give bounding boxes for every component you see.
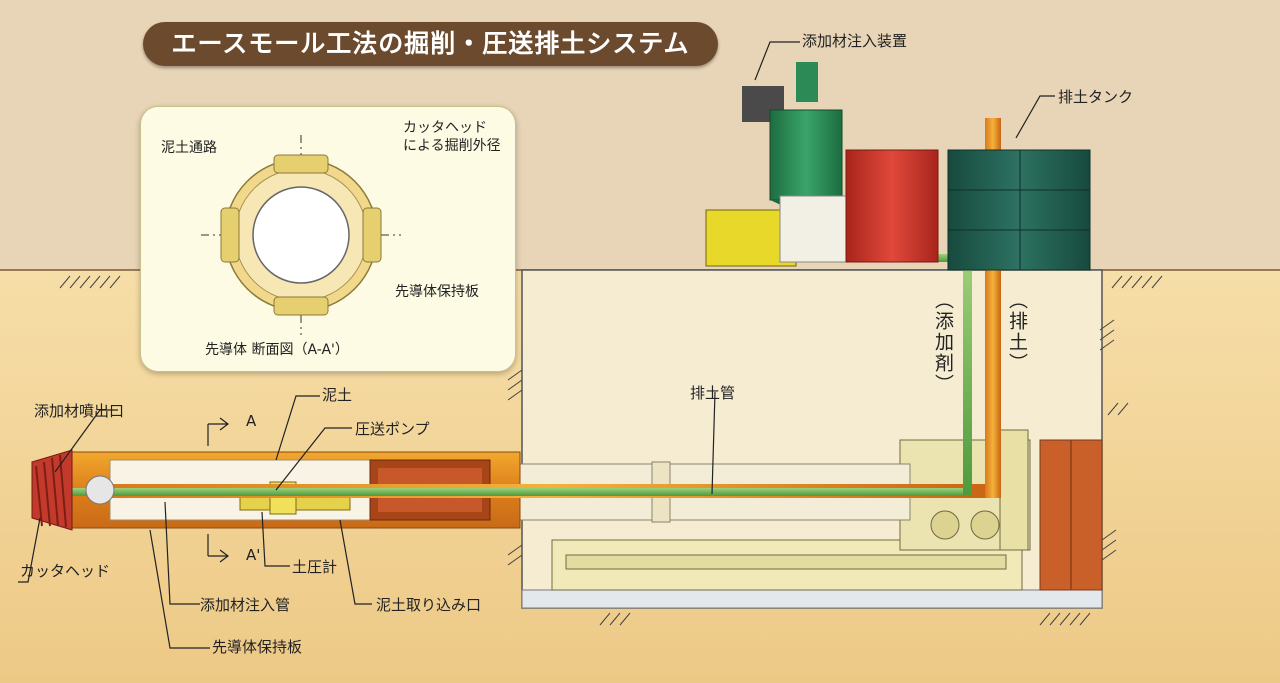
cross-section-inset: 泥土通路 カッタヘッド による掘削外径 先導体保持板 先導体 断面図（A-A'） xyxy=(140,106,516,372)
label-additive-vertical: （添加剤） xyxy=(932,290,954,395)
label-mud: 泥土 xyxy=(322,386,353,404)
inset-label-mud-path: 泥土通路 xyxy=(161,140,217,156)
label-section-a: A xyxy=(246,412,257,430)
label-discharge-pipe: 排土管 xyxy=(690,384,736,402)
label-section-a-prime: A' xyxy=(246,546,261,564)
additive-riser xyxy=(963,255,972,495)
inset-label-cutter-1: カッタヘッド xyxy=(403,120,487,136)
inset-label-holder-plate: 先導体保持板 xyxy=(395,284,479,300)
label-additive-nozzle: 添加材噴出口 xyxy=(34,402,125,420)
cutter-head xyxy=(31,449,115,531)
label-soil-vertical: （排土） xyxy=(1006,290,1028,374)
label-soil-tank: 排土タンク xyxy=(1058,88,1134,106)
page-title: エースモール工法の掘削・圧送排土システム xyxy=(143,22,718,66)
shaft-floor xyxy=(521,589,1103,609)
label-pressure-pump: 圧送ポンプ xyxy=(355,420,430,438)
label-additive-injector: 添加材注入装置 xyxy=(802,32,908,50)
label-mud-intake: 泥土取り込み口 xyxy=(376,596,482,614)
label-additive-pipe: 添加材注入管 xyxy=(200,596,291,614)
section-arrow-a xyxy=(208,417,229,431)
cross-section-drawing xyxy=(201,135,401,335)
inset-caption: 先導体 断面図（A-A'） xyxy=(205,342,349,358)
inset-label-cutter-2: による掘削外径 xyxy=(403,138,501,154)
label-earth-pressure-gauge: 土圧計 xyxy=(292,558,338,576)
additive-injector-unit xyxy=(705,62,939,267)
label-holder-plate: 先導体保持板 xyxy=(212,638,303,656)
soil-tank xyxy=(947,149,1091,271)
additive-pipe xyxy=(60,488,970,496)
label-cutter-head: カッタヘッド xyxy=(20,562,111,580)
section-arrow-a-prime xyxy=(208,549,229,563)
ground-hatching xyxy=(59,275,1163,626)
